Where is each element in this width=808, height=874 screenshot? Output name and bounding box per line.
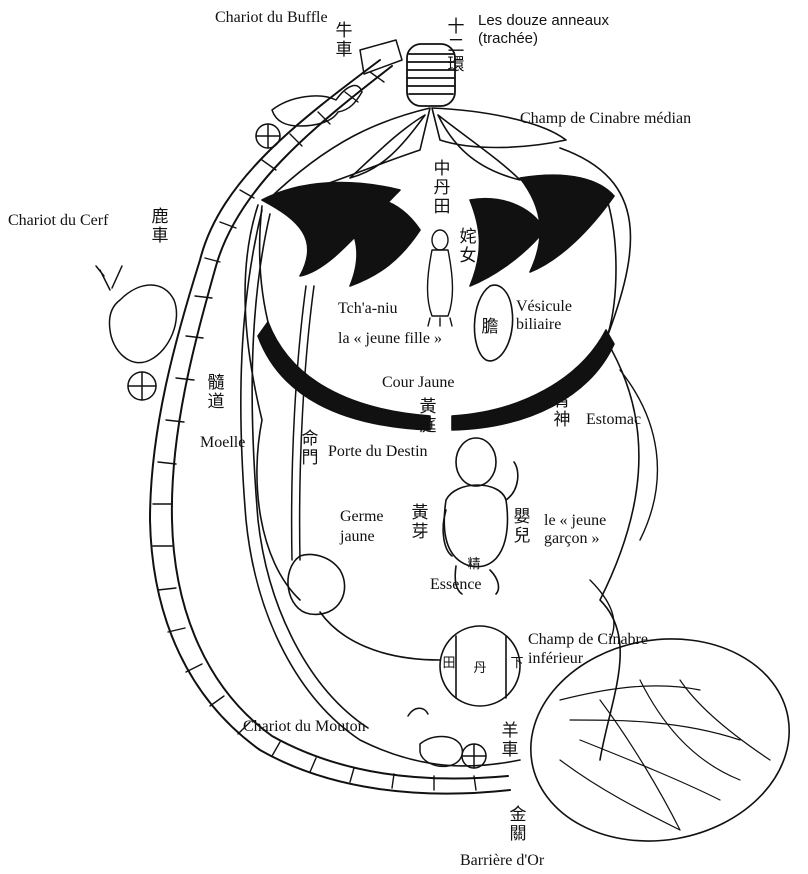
label-vesicule: Vésicule: [516, 298, 572, 316]
char-ying-er: 嬰兒: [512, 508, 532, 546]
char-ming-men: 命門: [300, 430, 320, 468]
label-moelle: Moelle: [200, 434, 245, 452]
deer-cart: [96, 266, 177, 400]
char-chanu: 姹女: [458, 228, 478, 266]
marrow-channel: [241, 210, 520, 766]
char-jin-guan: 金關: [508, 806, 528, 844]
label-garcon: garçon »: [544, 530, 600, 548]
char-niu-che: 牛車: [334, 22, 354, 60]
char-dan: 膽: [480, 318, 500, 337]
char-huang-ting: 黃庭: [418, 398, 438, 436]
label-germe: Germe: [340, 508, 384, 526]
char-shi-er-huan: 十二環: [446, 18, 466, 75]
char-yang-che: 羊車: [500, 722, 520, 760]
label-chariot-du-mouton: Chariot du Mouton: [243, 718, 366, 736]
label-barriere-dor: Barrière d'Or: [460, 852, 544, 870]
label-chariot-du-buffle: Chariot du Buffle: [215, 9, 328, 27]
germ-sac-duct: [320, 612, 440, 660]
label-trachee: (trachée): [478, 30, 538, 48]
label-chariot-du-cerf: Chariot du Cerf: [8, 212, 108, 230]
char-dan-field: 丹: [472, 662, 488, 676]
girl-figure: [428, 230, 453, 326]
char-tian: 田: [441, 657, 457, 671]
label-porte-du-destin: Porte du Destin: [328, 443, 428, 461]
label-jaune: jaune: [340, 528, 375, 546]
char-xia: 下: [509, 657, 525, 671]
label-cour-jaune: Cour Jaune: [382, 374, 454, 392]
char-huang-ya: 黃芽: [410, 504, 430, 542]
label-inferieur: inférieur: [528, 650, 583, 668]
label-essence: Essence: [430, 576, 482, 594]
lower-organ-veins: [560, 680, 770, 830]
central-channel: [292, 286, 306, 560]
char-zhong-dan-tian: 中丹田: [432, 160, 452, 217]
char-lu-che: 鹿車: [150, 208, 170, 246]
char-sui-dao: 髓道: [206, 374, 226, 412]
label-jeune-fille: la « jeune fille »: [338, 330, 442, 348]
germ-sac: [288, 555, 345, 615]
char-jing: 精: [466, 558, 482, 572]
label-estomac: Estomac: [586, 411, 641, 429]
label-tchaniu: Tch'a-niu: [338, 300, 398, 318]
sheep-cart: [408, 708, 486, 768]
marrow-channel-2: [252, 214, 368, 728]
label-biliaire: biliaire: [516, 316, 561, 334]
label-jeune-garcon: le « jeune: [544, 512, 606, 530]
label-champ-cinabre-inferieur: Champ de Cinabre: [528, 631, 648, 649]
label-douze-anneaux: Les douze anneaux: [478, 12, 609, 30]
char-wei-shen: 胃神: [552, 392, 572, 430]
black-leaf-center-right: [470, 199, 545, 286]
label-champ-cinabre-median: Champ de Cinabre médian: [520, 110, 691, 128]
